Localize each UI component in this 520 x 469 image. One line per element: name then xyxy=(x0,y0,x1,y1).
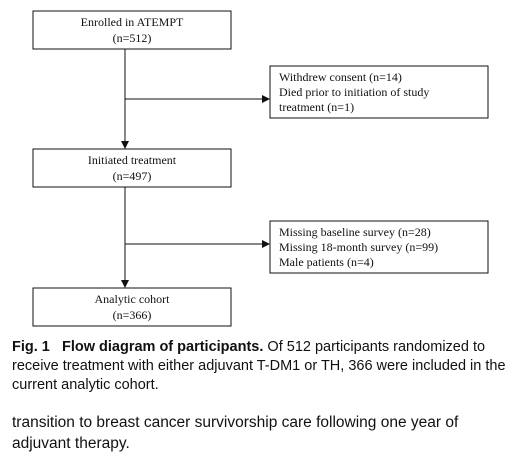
figure-label: Fig. 1 xyxy=(12,339,50,355)
enrolled-box xyxy=(32,10,232,50)
flow-diagram: Enrolled in ATEMPT (n=512) Withdrew cons… xyxy=(32,10,489,327)
initiated-label: Initiated treatment xyxy=(88,153,177,167)
analytic-box xyxy=(32,287,232,327)
figure-title: Flow diagram of participants. xyxy=(61,339,264,355)
initiated-box xyxy=(32,148,232,188)
enrolled-label: Enrolled in ATEMPT xyxy=(81,15,184,29)
initiated-count: (n=497) xyxy=(113,169,152,183)
exclusion-1-line-3: treatment (n=1) xyxy=(279,100,354,114)
exclusion-box-1 xyxy=(269,65,489,119)
analytic-label: Analytic cohort xyxy=(95,292,171,306)
body-paragraph: transition to breast cancer survivorship… xyxy=(12,414,459,452)
exclusion-2-line-3: Male patients (n=4) xyxy=(279,255,374,269)
analytic-count: (n=366) xyxy=(113,308,152,322)
figure-caption-text: Of 512 participants randomized to receiv… xyxy=(12,339,506,393)
figure-caption: Fig. 1 Flow diagram of participants. Of … xyxy=(12,338,512,395)
exclusion-box-2 xyxy=(269,220,489,274)
enrolled-count: (n=512) xyxy=(113,31,152,45)
exclusion-2-line-2: Missing 18-month survey (n=99) xyxy=(279,240,438,254)
exclusion-2-line-1: Missing baseline survey (n=28) xyxy=(279,225,431,239)
exclusion-1-line-1: Withdrew consent (n=14) xyxy=(279,70,402,84)
exclusion-1-line-2: Died prior to initiation of study xyxy=(279,85,429,99)
